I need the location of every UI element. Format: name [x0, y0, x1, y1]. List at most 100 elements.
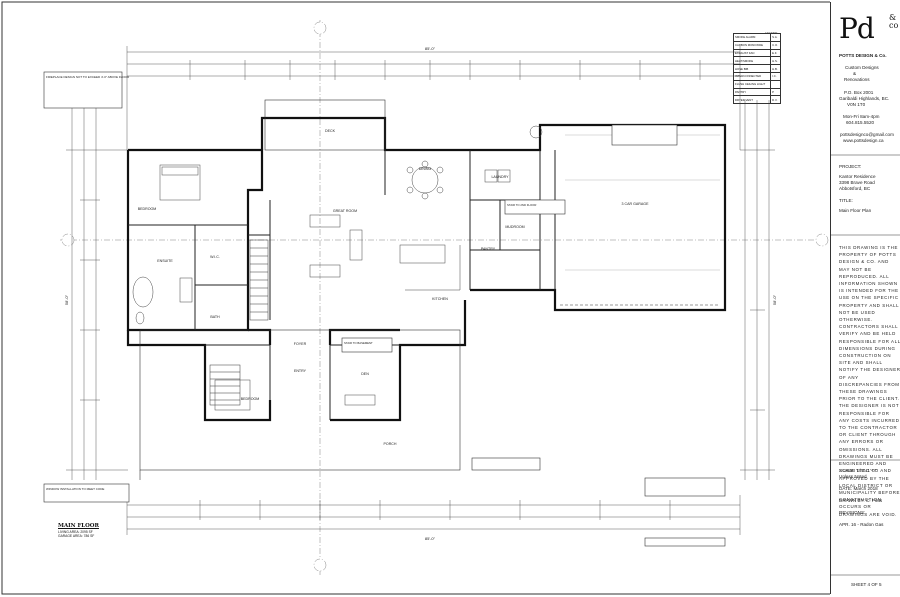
scale: SCALE: 1/4"=1'-0" [839, 468, 877, 473]
note-stair-2nd: STAIR TO 2ND FLOOR [507, 203, 536, 207]
email-address[interactable]: pottsdesignco@gmail.com [840, 132, 894, 137]
company-logo: Pd [839, 12, 875, 45]
legend-item-symbol: D.V. [770, 95, 781, 105]
floor-title: MAIN FLOOR [58, 523, 99, 529]
drawing-date: DATE: March 2018 [839, 486, 878, 491]
right-dimensions [740, 100, 775, 480]
room-label: BEDROOM [241, 397, 260, 401]
legend-item-name: HEAT/SMOKE [732, 56, 772, 66]
sheet-border [1, 1, 830, 595]
left-overall-dimension: 58'-0" [64, 294, 69, 305]
floor-areas: LIVING AREA: 2095 SF GARAGE AREA: 786 SF [58, 530, 94, 538]
top-dimensions [126, 46, 741, 150]
title-block-dividers [830, 154, 900, 576]
floor-plan-drawing: GREAT ROOM DINING KITCHEN MUDROOM LAUNDRY PAN… [1, 1, 830, 595]
phone-number[interactable]: 604.815.5520 [846, 120, 875, 125]
revision-1: APR. 16 - Radon Gas [839, 522, 884, 527]
address-line-3: V0N 1T0 [847, 102, 866, 107]
tagline-1: Custom Designs [845, 65, 879, 70]
room-label: LAUNDRY [491, 175, 509, 179]
right-overall-dimension: 58'-0" [772, 294, 777, 305]
legend-row: FLUSH CEILING LIGHT [732, 79, 781, 89]
legend-item-name: DRYER VENT [732, 95, 772, 105]
legend-item-symbol: H.S. [770, 56, 781, 66]
title-block: Pd & co POTTS DESIGN & Co. Custom Design… [830, 2, 900, 594]
website[interactable]: www.pottsdesign.ca [843, 138, 884, 143]
project-city: Abbotsford, BC [839, 186, 871, 191]
scale-note: Unless Noted [839, 474, 867, 479]
room-label: PORCH [384, 442, 397, 446]
furniture [132, 125, 543, 411]
company-name: POTTS DESIGN & Co. [839, 53, 887, 58]
legend-item-name: HOSE BIB [732, 64, 772, 73]
disclaimer-text: THIS DRAWING IS THE PROPERTY OF POTTS DE… [839, 245, 900, 517]
legend-heading: LEGEND [765, 31, 778, 35]
note-stair-basement: STAIR TO BASEMENT [344, 341, 373, 345]
legend-item-name: CARBON MONOXIDE [732, 40, 772, 50]
logo-ampersand: & [889, 13, 897, 22]
room-label: ENSUITE [157, 259, 173, 263]
room-label: DINING [419, 167, 432, 171]
legend-item-symbol: S.A. [770, 33, 781, 42]
address-line-2: Garibaldi Highlands, BC. [839, 96, 890, 101]
note-box-shapes [43, 71, 726, 547]
note-window: WINDOW INSTALLATION TO MEET CODE [46, 487, 104, 491]
legend-item-symbol: H.B. [770, 64, 781, 73]
interior-walls [128, 150, 556, 420]
room-label: FOYER [294, 342, 307, 346]
project-address: 3398 Brave Road [839, 180, 875, 185]
legend-item-name: SMOKE ALARM [732, 33, 772, 42]
overall-bottom-dimension: 85'-0" [425, 536, 436, 541]
revisions-label: REVISIONS: [839, 510, 866, 515]
room-label: GREAT ROOM [333, 209, 357, 213]
title-label: TITLE: [839, 198, 853, 203]
note-fireplace: FIREPLACE DESIGN NOT TO EXCEED 4'-0" ABO… [46, 75, 130, 79]
project-name: Kantor Residence [839, 174, 876, 179]
room-label: KITCHEN [432, 297, 448, 301]
centerlines [60, 20, 830, 575]
drawing-title: Main Floor Plan [839, 208, 872, 213]
legend-item-symbol: I.C. [770, 71, 781, 81]
room-label: BEDROOM [138, 207, 157, 211]
overall-top-dimension: 85'-0" [425, 46, 436, 51]
tagline-3: Renovations [844, 77, 870, 82]
bottom-dimensions [126, 495, 741, 535]
logo-co: co [889, 21, 899, 30]
legend-item-name: PANTRY [732, 87, 772, 97]
garage-area: GARAGE AREA: 786 SF [58, 534, 95, 538]
legend-item-name: EXHAUST FAN [732, 48, 772, 58]
tagline-2: & [853, 71, 857, 76]
room-label: MUDROOM [505, 225, 524, 229]
legend-item-symbol: E.F. [770, 48, 781, 58]
office-hours: Mon-Fri 8am-4pm [843, 114, 880, 119]
room-labels: GREAT ROOM DINING KITCHEN MUDROOM LAUNDRY PAN… [138, 129, 649, 446]
legend-item-symbol: C.O. [770, 40, 781, 50]
porch-outline [139, 99, 461, 480]
legend-item-name: INTERCONNECTED [732, 71, 772, 81]
exterior-walls [126, 116, 727, 422]
project-label: PROJECT: [839, 164, 862, 169]
legend-item-symbol [770, 79, 781, 89]
company-logo-amp: & co [889, 14, 898, 30]
legend-item-symbol: P [770, 87, 781, 97]
living-area: LIVING AREA: 2095 SF [58, 530, 93, 534]
room-label: ENTRY [294, 369, 307, 373]
room-label: W.I.C. [210, 255, 220, 259]
room-label: PANTRY [481, 247, 496, 251]
sheet-number: SHEET 4 OF 5 [851, 582, 882, 587]
address-line-1: P.O. Box 2001 [844, 90, 874, 95]
room-label: BATH [210, 315, 220, 319]
left-dimensions [66, 100, 128, 480]
room-label: DEN [361, 372, 369, 376]
room-label: 3 CAR GARAGE [622, 202, 650, 206]
